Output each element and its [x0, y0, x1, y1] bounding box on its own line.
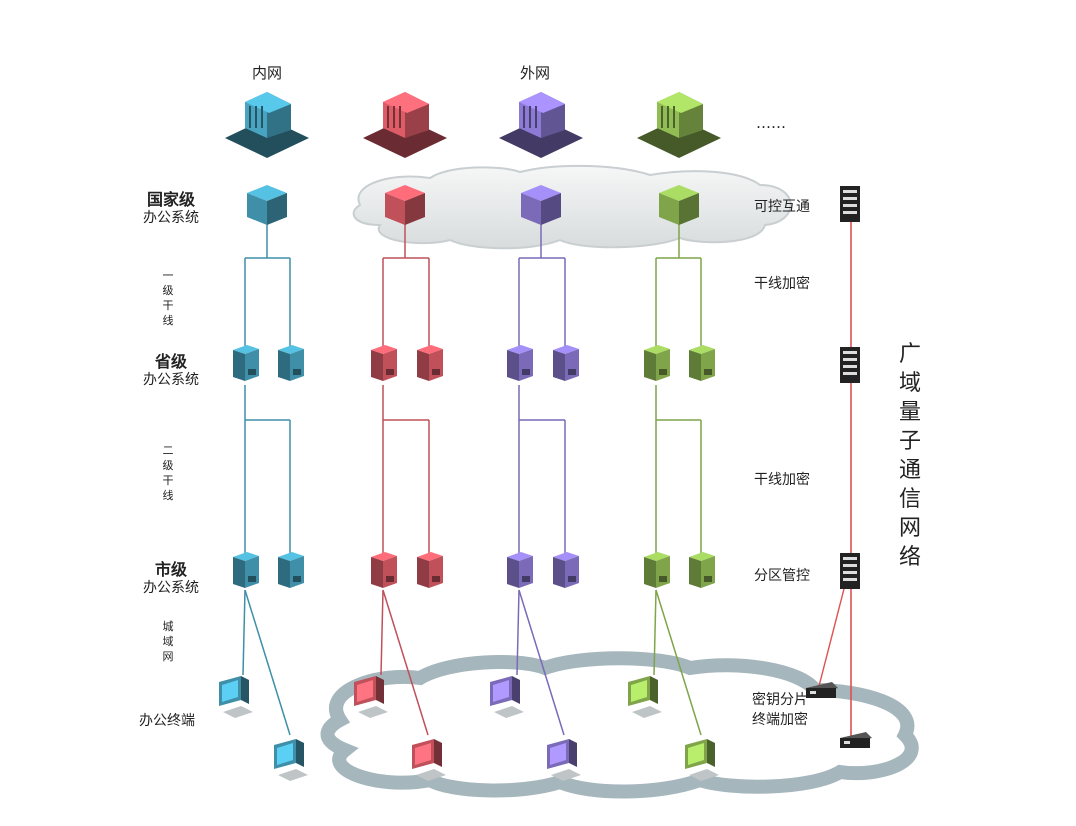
- quantum-rack-icon: [840, 347, 860, 383]
- column-tree-lines: [242, 222, 702, 736]
- tower-server-icon: [233, 552, 259, 588]
- tower-servers: [233, 345, 715, 588]
- building-icon: [363, 92, 447, 158]
- server-icon: [247, 185, 287, 225]
- tower-server-icon: [278, 552, 304, 588]
- level-national-sub: 办公系统: [143, 210, 199, 226]
- annotation-key-split: 密钥分片: [752, 692, 808, 708]
- tower-server-icon: [233, 345, 259, 381]
- trunk2-label: 二级干线: [162, 444, 174, 502]
- tower-server-icon: [371, 345, 397, 381]
- terminal-computers: [219, 676, 719, 781]
- building-icon: [225, 92, 309, 158]
- desktop-computer-icon: [547, 739, 581, 781]
- level-municipal-sub: 办公系统: [143, 580, 199, 596]
- annotation-trunk-encrypt-2: 干线加密: [754, 472, 810, 488]
- metro-label: 城域网: [162, 620, 174, 663]
- annotation-terminal-encrypt: 终端加密: [752, 712, 808, 728]
- encryption-box-icon: [840, 732, 872, 748]
- quantum-backbone: [817, 205, 852, 745]
- tower-server-icon: [507, 552, 533, 588]
- level-national-title: 国家级: [146, 190, 195, 209]
- level-provincial: 省级 办公系统: [135, 352, 207, 390]
- level-provincial-sub: 办公系统: [143, 372, 199, 388]
- tower-server-icon: [689, 552, 715, 588]
- desktop-computer-icon: [490, 676, 524, 718]
- trunk1-label: 一级干线: [162, 269, 174, 327]
- desktop-computer-icon: [685, 739, 719, 781]
- encryption-box-icon: [806, 682, 838, 698]
- level-provincial-title: 省级: [154, 352, 187, 371]
- header-intranet: 内网: [252, 64, 283, 82]
- server-icon: [521, 185, 561, 225]
- desktop-computer-icon: [274, 739, 308, 781]
- desktop-computer-icon: [412, 739, 446, 781]
- header-more: ……: [756, 114, 786, 132]
- server-icon: [659, 185, 699, 225]
- tower-server-icon: [278, 345, 304, 381]
- level-municipal-title: 市级: [154, 560, 187, 579]
- tower-server-icon: [644, 345, 670, 381]
- desktop-computer-icon: [354, 676, 388, 718]
- level-municipal: 市级 办公系统: [135, 560, 207, 598]
- tower-server-icon: [644, 552, 670, 588]
- buildings-row: [225, 92, 721, 158]
- tower-server-icon: [553, 552, 579, 588]
- desktop-computer-icon: [219, 676, 253, 718]
- annotation-trunk-encrypt-1: 干线加密: [754, 276, 810, 292]
- building-icon: [637, 92, 721, 158]
- tower-server-icon: [507, 345, 533, 381]
- server-icon: [385, 185, 425, 225]
- desktop-computer-icon: [628, 676, 662, 718]
- annotation-controlled: 可控互通: [754, 199, 810, 215]
- header-extranet: 外网: [520, 64, 551, 82]
- quantum-network-title: 广域量子通信网络: [898, 342, 921, 570]
- tower-server-icon: [417, 345, 443, 381]
- quantum-rack-icon: [840, 553, 860, 589]
- tower-server-icon: [553, 345, 579, 381]
- building-icon: [499, 92, 583, 158]
- bottom-cloud-ring: [320, 651, 919, 799]
- tower-server-icon: [417, 552, 443, 588]
- quantum-rack-icon: [840, 186, 860, 222]
- tower-server-icon: [371, 552, 397, 588]
- level-terminal: 办公终端: [139, 713, 195, 729]
- annotation-partition: 分区管控: [754, 568, 810, 584]
- tower-server-icon: [689, 345, 715, 381]
- level-national: 国家级 办公系统: [135, 190, 207, 228]
- national-servers-row: [247, 185, 699, 225]
